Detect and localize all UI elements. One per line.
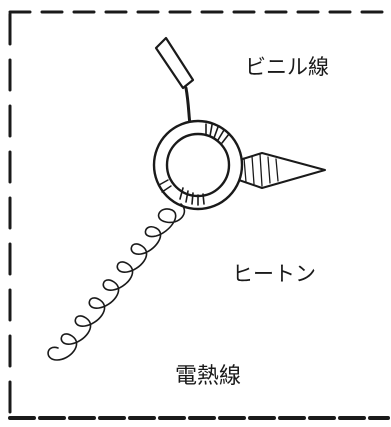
label-vinyl-wire: ビニル線 [245,55,329,79]
heating-wire-coil [47,203,186,361]
label-heating-wire: 電熱線 [175,364,241,389]
label-heaton: ヒートン [232,262,316,286]
vinyl-wire [154,36,195,137]
dashed-frame [8,10,390,422]
heaton-screw-eye [152,119,326,211]
